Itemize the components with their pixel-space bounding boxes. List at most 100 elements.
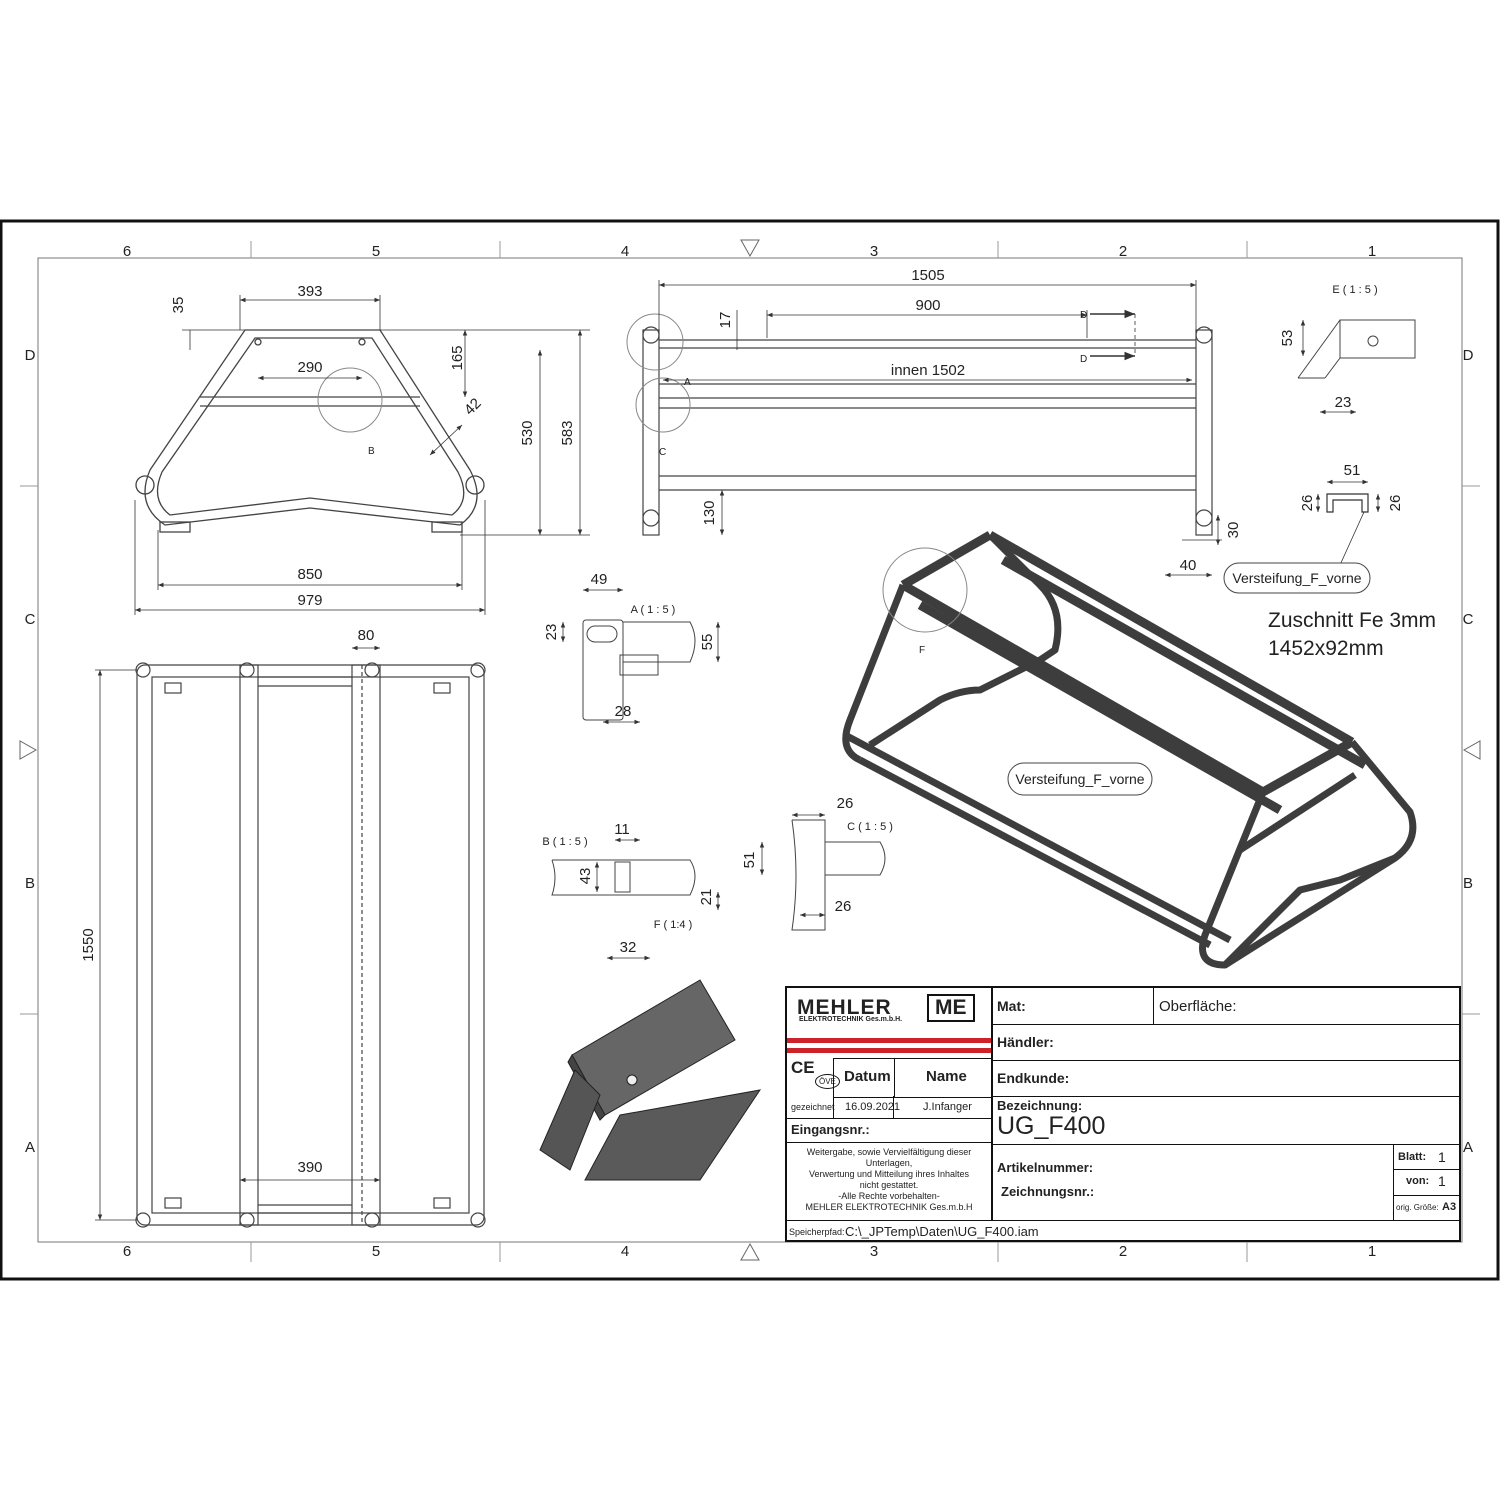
dim-390: 390: [297, 1159, 322, 1176]
svg-text:2: 2: [1119, 1243, 1127, 1260]
dim-21: 21: [698, 889, 715, 906]
dim-165: 165: [449, 345, 466, 370]
drawn-row: gezeichnet 16.09.2021 J.Infanger: [787, 1096, 991, 1119]
date-name-header: Datum Name: [833, 1058, 992, 1098]
of-value: 1: [1438, 1173, 1446, 1189]
dim-530: 530: [519, 420, 536, 445]
dim-53: 53: [1279, 330, 1296, 347]
article-label: Artikelnummer:: [997, 1160, 1094, 1175]
dim-393: 393: [297, 283, 322, 300]
dim-26-right: 26: [1387, 495, 1404, 512]
front-view: [135, 329, 485, 533]
drawn-date: 16.09.2021: [845, 1101, 901, 1113]
callout-bubble-2: [1007, 762, 1153, 796]
dim-26-c-top: 26: [837, 795, 854, 812]
of-label: von:: [1406, 1175, 1430, 1187]
svg-text:3: 3: [870, 1243, 878, 1260]
top-view-dims: [95, 645, 380, 1221]
detail-a-title: A ( 1 : 5 ): [631, 604, 676, 616]
dim-850: 850: [297, 566, 322, 583]
drawing-no-label: Zeichnungsnr.:: [1001, 1184, 1095, 1199]
dim-17: 17: [717, 312, 734, 329]
company-logo: MEHLER ME ELEKTROTECHNIK Ges.m.b.H.: [793, 994, 987, 1026]
size-label: orig. Größe:: [1396, 1203, 1439, 1212]
ce-mark: CE: [791, 1058, 815, 1077]
svg-text:5: 5: [372, 1243, 380, 1260]
dim-11: 11: [614, 821, 630, 838]
cut-note-line-2: 1452x92mm: [1268, 637, 1384, 660]
marker-d-bottom: D: [1080, 354, 1087, 365]
sheet-box: Blatt: 1 von: 1 orig. Größe: A3: [1393, 1144, 1460, 1221]
dim-23-e: 23: [1335, 394, 1352, 411]
dim-35: 35: [170, 297, 187, 314]
svg-text:1: 1: [1368, 1243, 1376, 1260]
sheet-value: 1: [1438, 1149, 1446, 1165]
path-row: Speicherpfad: C:\_JPTemp\Daten\UG_F400.i…: [787, 1220, 1459, 1243]
dim-42: 42: [461, 395, 485, 419]
marker-b: B: [368, 446, 375, 457]
dim-innen-1502: innen 1502: [891, 362, 965, 379]
channel-section-labels: 51 26 26: [1299, 462, 1404, 511]
title-block-right: Mat: Oberfläche: Händler: Endkunde: Beze…: [993, 988, 1460, 1221]
dim-900: 900: [915, 297, 940, 314]
detail-b: [551, 837, 721, 961]
svg-text:3: 3: [870, 243, 878, 260]
svg-text:A: A: [25, 1139, 35, 1156]
dim-80: 80: [358, 627, 375, 644]
dim-1505: 1505: [911, 267, 944, 284]
dim-23-a: 23: [543, 624, 560, 641]
callout-bubble-1: [1223, 562, 1371, 594]
svg-text:C: C: [25, 611, 36, 628]
datum-label: Datum: [844, 1068, 891, 1085]
dim-51-c: 51: [741, 852, 758, 869]
svg-text:A: A: [1463, 1139, 1473, 1156]
marker-f: F: [919, 645, 925, 656]
ove-mark: ÖVE: [815, 1074, 840, 1089]
dim-40: 40: [1180, 557, 1197, 574]
dim-49: 49: [591, 571, 608, 588]
svg-text:6: 6: [123, 243, 131, 260]
detail-a-labels: 49 A ( 1 : 5 ) 23 55 28: [543, 571, 716, 720]
detail-e: [1297, 319, 1416, 415]
drawn-name: J.Infanger: [923, 1101, 972, 1113]
title-block-left: MEHLER ME ELEKTROTECHNIK Ges.m.b.H. CE Ö…: [787, 988, 993, 1220]
detail-e-title: E ( 1 : 5 ): [1332, 284, 1377, 296]
sheet-label: Blatt:: [1398, 1151, 1427, 1163]
detail-c-title: C ( 1 : 5 ): [847, 821, 893, 833]
channel-section: [1315, 479, 1381, 566]
svg-text:2: 2: [1119, 243, 1127, 260]
top-view-dim-labels: 80 1550 390: [80, 627, 374, 1176]
dim-32: 32: [620, 939, 637, 956]
title-block: MEHLER ME ELEKTROTECHNIK Ges.m.b.H. CE Ö…: [785, 986, 1461, 1242]
path-label: Speicherpfad:: [789, 1227, 845, 1237]
svg-text:B: B: [25, 875, 35, 892]
dim-979: 979: [297, 592, 322, 609]
detail-b-title: B ( 1 : 5 ): [542, 836, 587, 848]
dim-26-c-bottom: 26: [835, 898, 852, 915]
side-view: [626, 313, 1213, 536]
designation-value: UG_F400: [997, 1112, 1106, 1140]
svg-text:1: 1: [1368, 243, 1376, 260]
designation-label: Bezeichnung:: [997, 1098, 1083, 1113]
path-value: C:\_JPTemp\Daten\UG_F400.iam: [845, 1224, 1039, 1239]
detail-c-labels: 26 C ( 1 : 5 ) 51 26: [741, 795, 893, 915]
stiffener-callout-1: Versteifung_F_vorne: [1232, 570, 1361, 586]
iso-view: [842, 531, 1417, 969]
dim-51: 51: [1344, 462, 1361, 479]
mat-label: Mat:: [997, 998, 1026, 1014]
marker-a: A: [684, 377, 691, 388]
detail-a: [560, 587, 721, 725]
svg-text:B: B: [1463, 875, 1473, 892]
front-view-dim-labels: 393 35 290 165 42 530 583 850 979 B: [170, 283, 576, 609]
drawn-label: gezeichnet: [791, 1102, 835, 1112]
size-value: A3: [1442, 1201, 1457, 1213]
dim-1550: 1550: [80, 928, 97, 961]
mat-row: Mat: Oberfläche:: [993, 988, 1459, 1025]
red-stripes: [787, 1036, 991, 1058]
svg-text:4: 4: [621, 1243, 629, 1260]
marker-c: C: [659, 447, 666, 458]
side-view-dim-labels: 1505 900 17 innen 1502 130 30 40 D D A C: [659, 267, 1242, 574]
dim-290: 290: [297, 359, 322, 376]
dealer-row: Händler:: [993, 1024, 1459, 1061]
